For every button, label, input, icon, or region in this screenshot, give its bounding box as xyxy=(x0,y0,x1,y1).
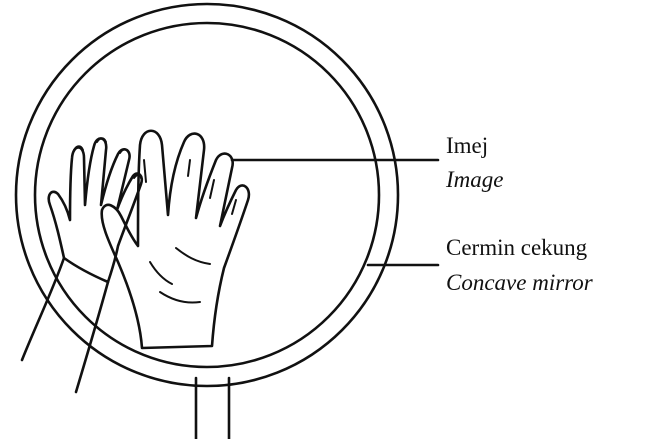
mirror-label-english: Concave mirror xyxy=(446,271,593,294)
mirror-label-malay: Cermin cekung xyxy=(446,236,587,259)
mirror-frame xyxy=(16,4,398,386)
image-hand xyxy=(102,131,249,348)
image-label-english: Image xyxy=(446,168,503,191)
image-label-malay: Imej xyxy=(446,134,488,157)
